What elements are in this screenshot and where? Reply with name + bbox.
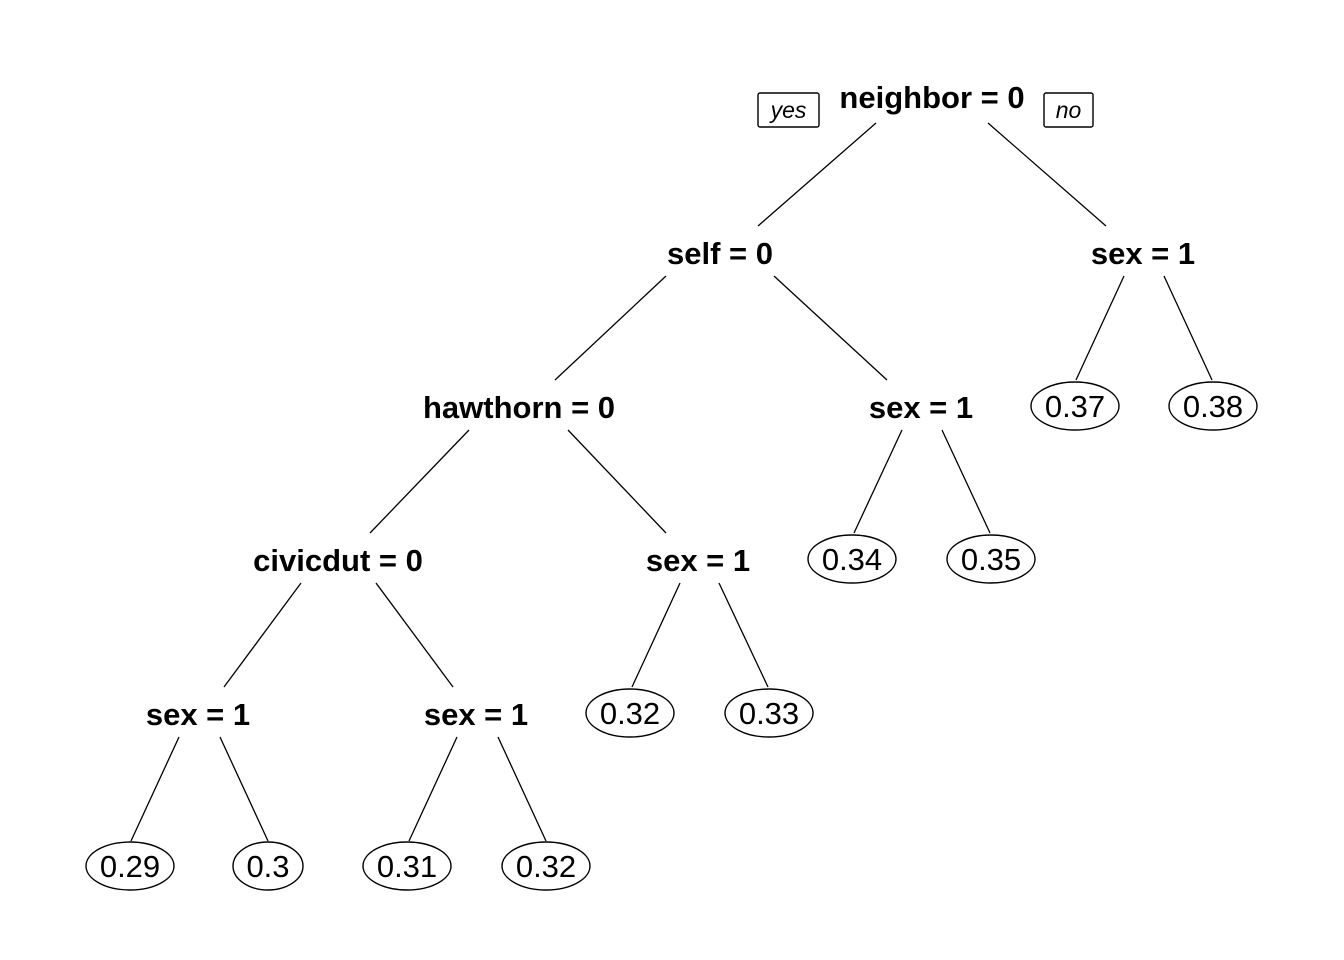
split-sex-neighbor: sex = 1 [1091, 236, 1195, 271]
edge-sex-left-leaf-030 [219, 736, 269, 842]
split-sex-self: sex = 1 [869, 390, 973, 425]
branch-label-no-text: no [1056, 97, 1082, 123]
leaf-033: 0.33 [724, 688, 814, 738]
edge-sex-right-leaf-031 [408, 736, 458, 842]
split-nodes: neighbor = 0 self = 0 sex = 1 hawthorn =… [146, 80, 1195, 732]
edge-sex-right-leaf-032b [497, 736, 547, 842]
leaf-031: 0.31 [362, 841, 452, 891]
leaf-037-value: 0.37 [1045, 389, 1105, 424]
branch-label-yes-text: yes [769, 97, 807, 123]
leaf-035: 0.35 [946, 534, 1036, 584]
edge-sex-hawthorn-leaf-033 [718, 582, 769, 688]
edge-self-hawthorn [554, 275, 667, 381]
branch-label-yes: yes [757, 92, 820, 128]
leaf-031-value: 0.31 [377, 849, 437, 884]
split-hawthorn: hawthorn = 0 [423, 390, 615, 425]
edge-root-sex-neighbor [987, 122, 1107, 227]
edge-sex-left-leaf-029 [130, 736, 180, 842]
edge-civicdut-sex-left [223, 582, 302, 688]
split-sex-civic-left: sex = 1 [146, 697, 250, 732]
split-neighbor: neighbor = 0 [839, 80, 1024, 115]
leaf-034: 0.34 [807, 534, 897, 584]
edge-hawthorn-sex-hawthorn [567, 429, 667, 534]
leaf-037: 0.37 [1030, 381, 1120, 431]
edge-hawthorn-civicdut [369, 429, 470, 534]
edge-sex-self-leaf-035 [941, 429, 991, 534]
tree-edges [130, 122, 1213, 842]
edge-sex-neighbor-leaf-037 [1075, 275, 1125, 381]
edge-sex-neighbor-leaf-038 [1163, 275, 1213, 381]
leaf-038: 0.38 [1168, 381, 1258, 431]
leaf-032a-value: 0.32 [600, 696, 660, 731]
leaf-032b-value: 0.32 [516, 849, 576, 884]
split-sex-civic-right: sex = 1 [424, 697, 528, 732]
leaf-029: 0.29 [85, 841, 175, 891]
split-self: self = 0 [667, 236, 773, 271]
leaf-032a: 0.32 [585, 688, 675, 738]
split-civicdut: civicdut = 0 [253, 543, 423, 578]
leaf-034-value: 0.34 [822, 542, 882, 577]
branch-label-no: no [1043, 92, 1094, 128]
edge-sex-self-leaf-034 [853, 429, 903, 534]
leaf-032b: 0.32 [501, 841, 591, 891]
leaf-035-value: 0.35 [961, 542, 1021, 577]
edge-self-sex-self [773, 275, 888, 381]
leaf-030-value: 0.3 [246, 849, 289, 884]
edge-root-self [757, 122, 877, 227]
leaf-038-value: 0.38 [1183, 389, 1243, 424]
leaf-033-value: 0.33 [739, 696, 799, 731]
split-sex-hawthorn: sex = 1 [646, 543, 750, 578]
leaf-030: 0.3 [232, 841, 304, 891]
edge-civicdut-sex-right [375, 582, 454, 688]
edge-sex-hawthorn-leaf-032a [631, 582, 681, 688]
leaf-029-value: 0.29 [100, 849, 160, 884]
